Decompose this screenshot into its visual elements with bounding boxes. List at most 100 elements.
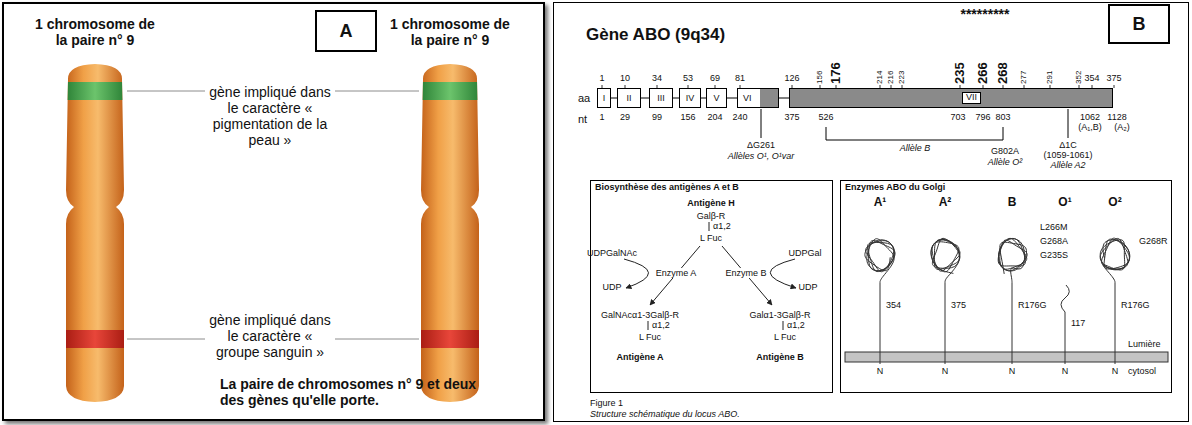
cofactor: UDPGalNAc xyxy=(587,248,637,258)
aa-position: 69 xyxy=(710,73,720,83)
position-tick xyxy=(1114,85,1115,88)
aa-position: 277 xyxy=(1020,71,1029,84)
chromosome xyxy=(420,64,480,402)
mutation-label: (1059-1061) xyxy=(1043,150,1092,160)
allele-label: Allèle B xyxy=(900,143,931,153)
terminus-label: N xyxy=(1112,366,1119,376)
box-heading: Gène ABO (9q34) xyxy=(586,25,725,45)
cofactor: UDP xyxy=(798,282,817,292)
compartment-label: Lumière xyxy=(1128,339,1161,349)
enzyme-fold xyxy=(865,238,1130,283)
box-heading: La paire de chromosomes n° 9 et deux des… xyxy=(220,376,492,408)
enzyme-fold xyxy=(998,238,1027,283)
chromosome xyxy=(65,64,125,402)
box-label: II xyxy=(626,93,631,103)
enzyme-anchor xyxy=(880,283,1115,364)
enzyme-allele: O² xyxy=(1108,196,1121,210)
gene-label: gène impliqué dans le caractère « groupe… xyxy=(209,312,331,360)
linkage-label: α1,2 xyxy=(787,320,805,330)
sugar-chain: L Fuc xyxy=(774,332,796,342)
gene-band xyxy=(65,82,125,100)
nt-position: 1 xyxy=(599,112,604,122)
exon-box: II xyxy=(617,88,641,108)
allele-note: (A₁,B) xyxy=(1078,122,1102,132)
aa-position: 216 xyxy=(887,71,896,84)
substitution-label: L266M xyxy=(1040,222,1068,232)
aa-position: 223 xyxy=(898,71,907,84)
aa-position: 268 xyxy=(996,62,1010,84)
gene-band xyxy=(65,330,125,348)
aa-position: 156 xyxy=(816,71,825,84)
nt-position: 240 xyxy=(732,112,747,122)
exon-box: IV xyxy=(679,88,701,108)
residue-label: 375 xyxy=(951,300,966,310)
allele-note: (A₂) xyxy=(1114,122,1130,132)
antigen-name: Antigène A xyxy=(616,352,663,362)
membrane xyxy=(845,352,1168,362)
mutation-label: Δ1C xyxy=(1059,140,1077,150)
asterisks: ********* xyxy=(960,6,1009,22)
exon-box: V xyxy=(706,88,727,108)
aa-position: 10 xyxy=(620,73,630,83)
nt-position: 1128 xyxy=(1107,112,1126,122)
box-heading: VII xyxy=(962,92,981,104)
antigen-name: Antigène B xyxy=(756,352,804,362)
terminus-label: N xyxy=(942,366,949,376)
terminus-label: N xyxy=(1062,366,1069,376)
chromosome-label: 1 chromosome de la paire n° 9 xyxy=(30,16,160,48)
box-label: A xyxy=(340,21,353,42)
box-label: V xyxy=(713,93,719,103)
residue-label: 354 xyxy=(886,300,901,310)
gene-label: gène impliqué dans le caractère « pigmen… xyxy=(209,84,331,148)
sugar-chain: Galα1-3Galβ-R xyxy=(750,310,811,320)
residue-label: 117 xyxy=(1071,318,1085,328)
nt-position: 204 xyxy=(707,112,722,122)
mutation-label: ΔG261 xyxy=(747,140,775,150)
inset-box: Enzymes ABO du Golgi xyxy=(840,180,1172,393)
nt-position: 156 xyxy=(680,112,695,122)
aa-position: 291 xyxy=(1046,71,1055,84)
aa-position: 1 xyxy=(599,73,604,83)
enzyme-name: Enzyme A xyxy=(655,268,698,278)
enzyme-name: Enzyme B xyxy=(724,268,767,278)
axis-label: nt xyxy=(578,113,587,126)
cofactor: UDP xyxy=(602,282,621,292)
sugar-chain: L Fuc xyxy=(639,332,661,342)
aa-position: 266 xyxy=(976,62,990,84)
compartment-label: cytosol xyxy=(1128,366,1156,376)
allele-label: Allèle O² xyxy=(988,157,1023,167)
enzyme-allele: A¹ xyxy=(874,196,887,210)
substitution-label: R176G xyxy=(1121,300,1150,310)
allele-label: Allèles O¹, O¹var xyxy=(728,151,795,161)
gene-band xyxy=(420,82,480,100)
enzyme-allele: O¹ xyxy=(1058,196,1071,210)
box-heading: Biosynthèse des antigènes A et B xyxy=(595,182,739,192)
substitution-label: R176G xyxy=(1018,300,1047,310)
enzyme-allele: A² xyxy=(939,196,952,210)
aa-position: 176 xyxy=(829,62,843,84)
sugar-chain: GalNAcα1-3Galβ-R xyxy=(601,310,679,320)
antigen-name: Antigène H xyxy=(687,198,735,208)
aa-position: 375 xyxy=(1106,73,1121,83)
sugar-chain: Galβ-R xyxy=(697,211,726,221)
cofactor: UDPGal xyxy=(788,248,821,258)
enzyme-allele: B xyxy=(1008,196,1017,210)
terminus-label: N xyxy=(877,366,884,376)
box-heading: Enzymes ABO du Golgi xyxy=(845,182,945,192)
substitution-label: G235S xyxy=(1040,250,1068,260)
axis-label: aa xyxy=(578,92,590,105)
allele-label: Allèle A2 xyxy=(1050,160,1085,170)
enzyme-fold xyxy=(1100,238,1130,283)
panel-tag: A xyxy=(315,10,377,52)
exon-box: III xyxy=(649,88,673,108)
aa-position: 235 xyxy=(953,62,967,84)
chromosome-label: 1 chromosome de la paire n° 9 xyxy=(385,16,515,48)
mutation-pointer xyxy=(761,109,1068,140)
substitution-label: G268A xyxy=(1040,236,1068,246)
box-label: VI xyxy=(743,93,752,103)
terminus-label: N xyxy=(1009,366,1016,376)
aa-position: 81 xyxy=(735,73,745,83)
enzyme-fold xyxy=(931,238,960,283)
linkage-label: α1,2 xyxy=(652,320,670,330)
